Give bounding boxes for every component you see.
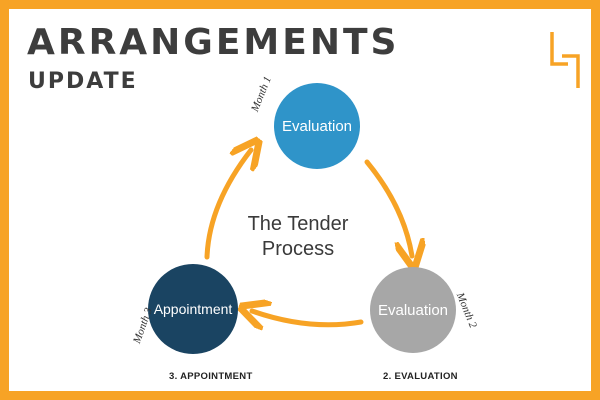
arrow-evaluation-to-appointment xyxy=(252,311,364,325)
page-title: ARRANGEMENTS xyxy=(27,22,400,63)
node-label: Evaluation xyxy=(377,301,449,319)
cycle-arrows xyxy=(204,9,591,391)
bracket-logo-icon xyxy=(550,32,580,88)
step-label-appointment: 3. APPOINTMENT xyxy=(169,371,253,382)
arrow-appointment-to-evaluation xyxy=(204,150,251,260)
page-subtitle: UPDATE xyxy=(28,69,138,94)
center-title-line-1: The Tender xyxy=(247,213,349,235)
center-title: The Tender Process xyxy=(233,212,363,262)
center-title-line-2: Process xyxy=(261,238,335,260)
node-label: Evaluation xyxy=(281,117,353,135)
node-label: Appointment xyxy=(153,301,233,317)
node-appointment-month-3: Appointment xyxy=(148,264,238,354)
node-evaluation-month-2: Evaluation xyxy=(370,267,456,353)
node-evaluation-month-1: Evaluation xyxy=(274,83,360,169)
step-label-evaluation: 2. EVALUATION xyxy=(383,371,458,382)
arrow-evaluation-to-evaluation xyxy=(364,159,412,256)
